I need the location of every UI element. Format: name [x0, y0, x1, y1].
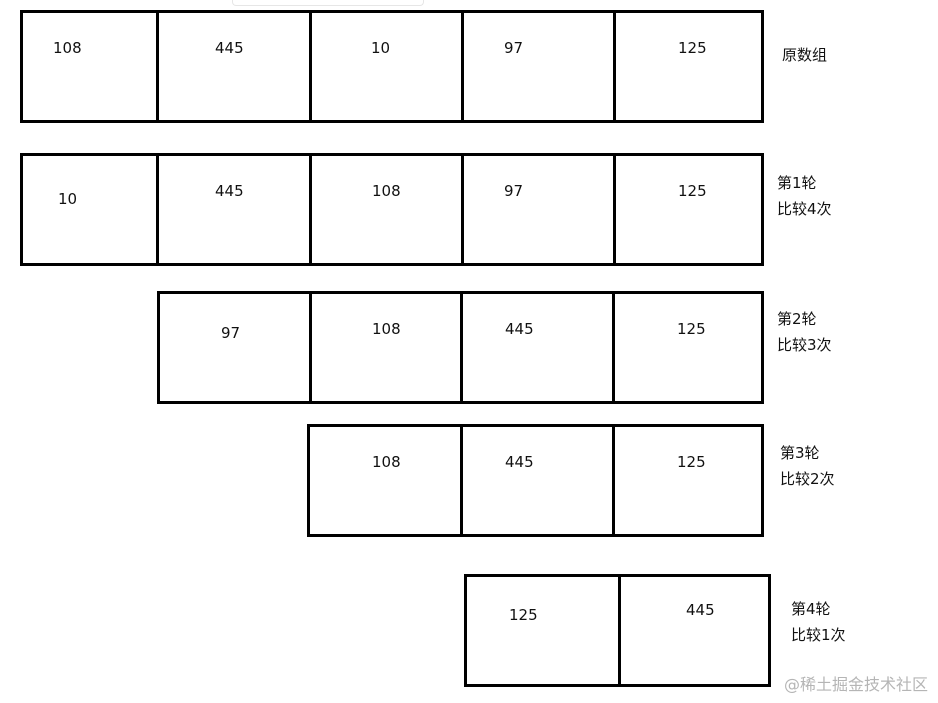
row-label-round-3: 第3轮 比较2次	[780, 440, 835, 492]
array-cell: 445	[463, 427, 615, 534]
array-cell: 125	[616, 13, 761, 120]
label-line: 第2轮	[777, 310, 817, 328]
cell-value: 97	[504, 39, 524, 57]
row-label-round-2: 第2轮 比较3次	[777, 306, 832, 358]
row-label-round-1: 第1轮 比较4次	[777, 170, 832, 222]
watermark: @稀土掘金技术社区	[783, 675, 928, 694]
top-tab-decoration	[232, 0, 424, 6]
cell-value: 125	[677, 453, 706, 471]
array-row-round-2: 97 108 445 125	[157, 291, 764, 404]
array-cell: 445	[159, 156, 312, 263]
cell-value: 97	[221, 324, 241, 342]
array-cell: 97	[464, 13, 616, 120]
array-cell: 445	[159, 13, 312, 120]
array-cell: 108	[310, 427, 463, 534]
cell-value: 445	[686, 601, 715, 619]
cell-value: 108	[372, 182, 401, 200]
cell-value: 125	[677, 320, 706, 338]
cell-value: 445	[215, 182, 244, 200]
label-line: 比较1次	[791, 626, 846, 644]
cell-value: 108	[372, 320, 401, 338]
array-cell: 445	[463, 294, 615, 401]
array-cell: 97	[464, 156, 616, 263]
row-label-original: 原数组	[782, 42, 827, 68]
label-line: 比较3次	[777, 336, 832, 354]
array-cell: 108	[23, 13, 159, 120]
array-cell: 108	[312, 156, 464, 263]
array-row-round-3: 108 445 125	[307, 424, 764, 537]
array-cell: 125	[467, 577, 621, 684]
array-cell: 97	[160, 294, 312, 401]
label-line: 比较4次	[777, 200, 832, 218]
array-cell: 10	[23, 156, 159, 263]
cell-value: 97	[504, 182, 524, 200]
array-cell: 108	[312, 294, 463, 401]
label-line: 第4轮	[791, 600, 831, 618]
array-cell: 125	[615, 427, 761, 534]
cell-value: 10	[371, 39, 391, 57]
cell-value: 125	[678, 182, 707, 200]
cell-value: 445	[215, 39, 244, 57]
array-cell: 125	[615, 294, 761, 401]
cell-value: 125	[678, 39, 707, 57]
cell-value: 108	[372, 453, 401, 471]
label-line: 原数组	[782, 46, 828, 64]
label-line: 比较2次	[780, 470, 835, 488]
array-row-round-4: 125 445	[464, 574, 771, 687]
row-label-round-4: 第4轮 比较1次	[791, 596, 846, 648]
cell-value: 125	[509, 606, 538, 624]
array-row-original: 108 445 10 97 125	[20, 10, 764, 123]
cell-value: 445	[505, 453, 534, 471]
cell-value: 445	[505, 320, 534, 338]
label-line: 第3轮	[780, 444, 820, 462]
cell-value: 108	[53, 39, 82, 57]
cell-value: 10	[58, 190, 78, 208]
array-row-round-1: 10 445 108 97 125	[20, 153, 764, 266]
array-cell: 445	[621, 577, 768, 684]
array-cell: 125	[616, 156, 761, 263]
label-line: 第1轮	[777, 174, 817, 192]
array-cell: 10	[312, 13, 464, 120]
